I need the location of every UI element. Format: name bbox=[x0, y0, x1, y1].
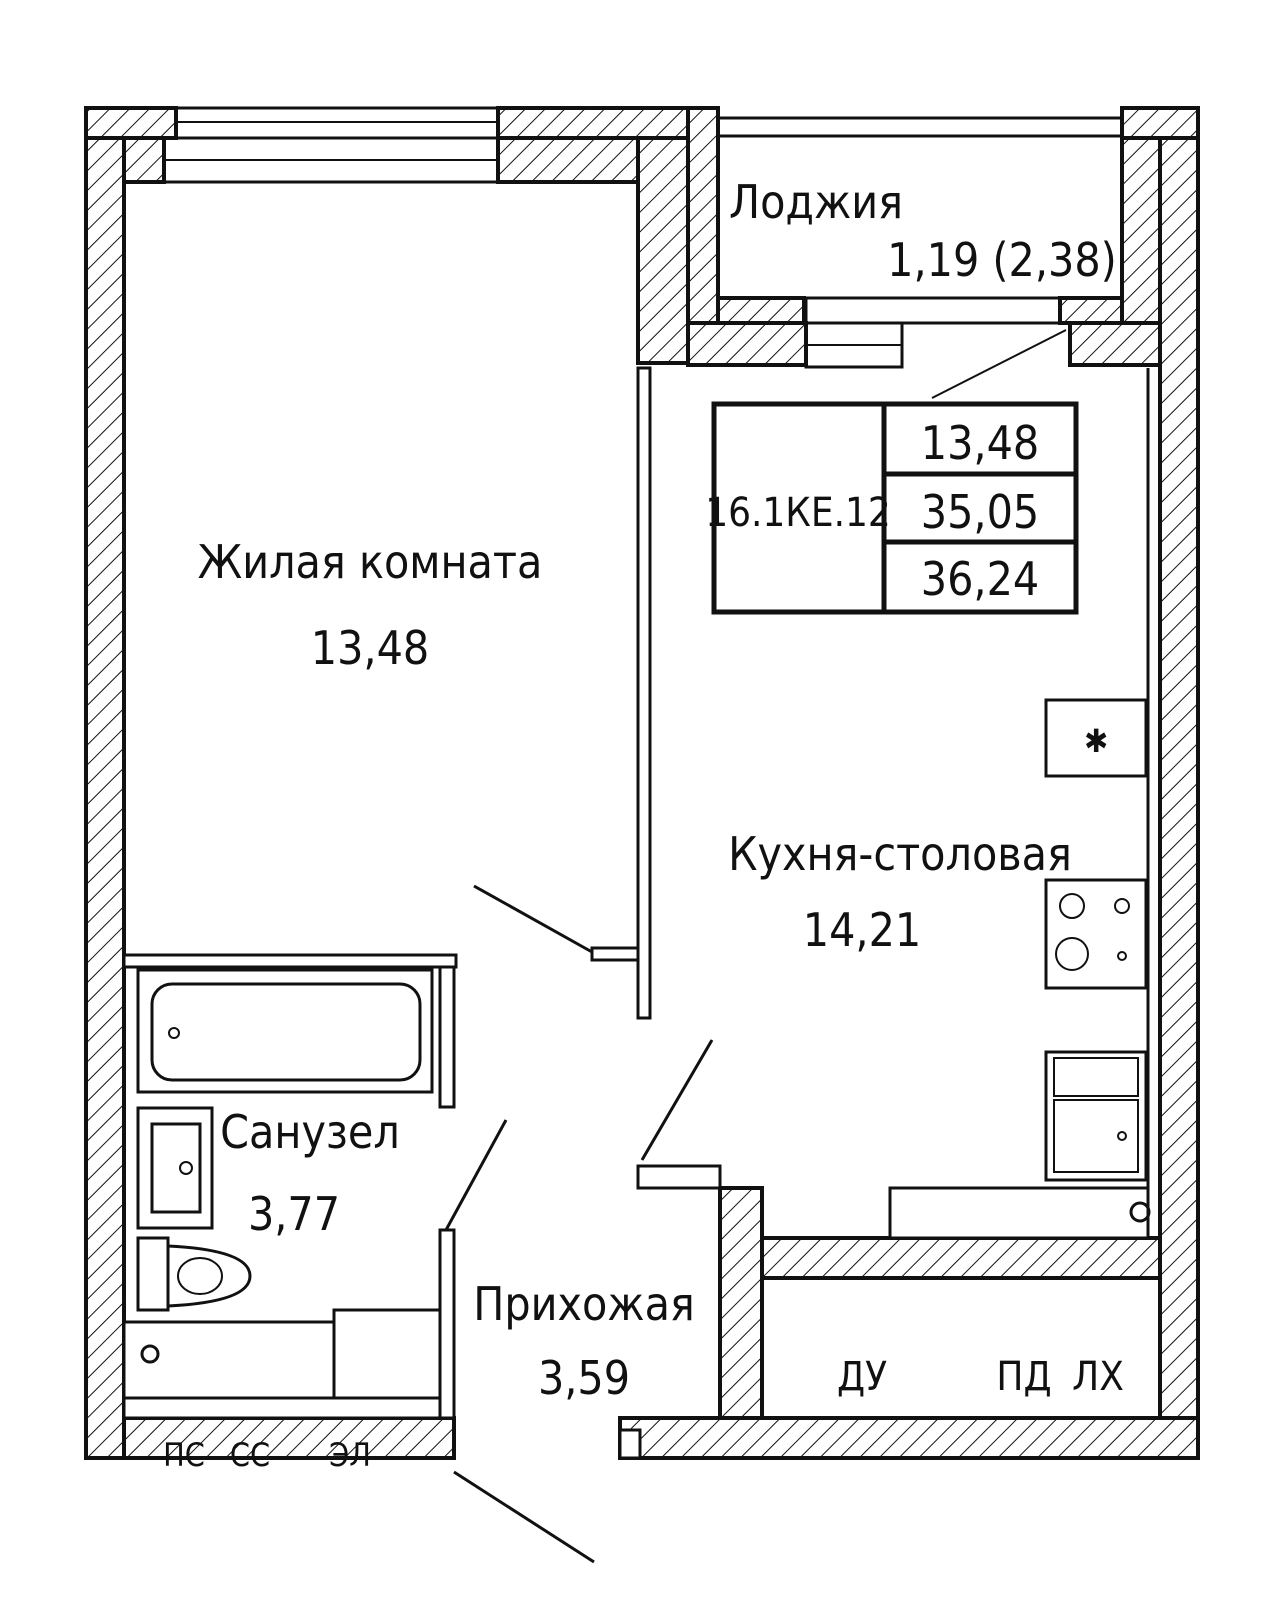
living-room-area: 13,48 bbox=[311, 621, 429, 675]
hallway-name: Прихожая bbox=[473, 1277, 695, 1331]
summary-total-with-loggia: 36,24 bbox=[921, 552, 1039, 606]
windows bbox=[162, 106, 1124, 369]
summary-code: 16.1КЕ.12 bbox=[705, 490, 891, 536]
exterior-walls bbox=[84, 106, 1200, 1460]
summary-table bbox=[711, 401, 1079, 615]
shaft-el-label: ЭЛ bbox=[329, 1436, 371, 1474]
bathroom-name: Санузел bbox=[220, 1105, 400, 1159]
kitchen-area: 14,21 bbox=[803, 903, 921, 957]
kitchen-name: Кухня-столовая bbox=[728, 827, 1072, 881]
shaft-pd-label: ПД bbox=[996, 1354, 1051, 1400]
loggia-name: Лоджия bbox=[729, 175, 903, 229]
partitions bbox=[122, 366, 1150, 1460]
summary-living-area: 13,48 bbox=[921, 416, 1039, 470]
bathroom-fixtures bbox=[122, 968, 442, 1400]
kitchen-fixtures: ✱ bbox=[888, 698, 1151, 1240]
shaft-lh-label: ЛХ bbox=[1072, 1354, 1124, 1400]
doors bbox=[444, 329, 1067, 1564]
shaft-du-label: ДУ bbox=[837, 1354, 887, 1400]
hallway-area: 3,59 bbox=[538, 1351, 630, 1405]
svg-text:✱: ✱ bbox=[1084, 722, 1108, 760]
bathroom-area: 3,77 bbox=[248, 1187, 340, 1241]
loggia-area: 1,19 (2,38) bbox=[887, 233, 1117, 287]
shaft-ss-label: СС bbox=[230, 1436, 270, 1474]
shaft-ps-label: ПС bbox=[163, 1436, 205, 1474]
living-room-name: Жилая комната bbox=[198, 535, 543, 589]
summary-total-area: 35,05 bbox=[921, 485, 1039, 539]
